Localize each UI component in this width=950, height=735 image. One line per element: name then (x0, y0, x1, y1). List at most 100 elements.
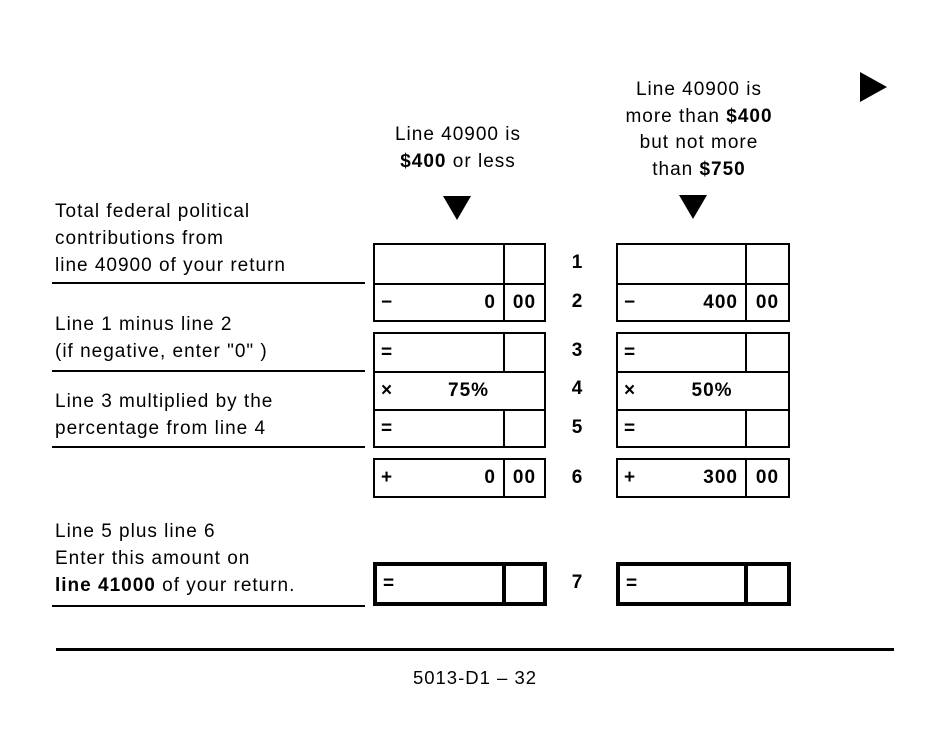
dollars-value: 0 (484, 291, 496, 313)
amount-box-group-col1-lines3-5: = × 75% = (373, 332, 546, 448)
amount-box-row: + 0 00 (375, 460, 544, 496)
equals-operator: = (383, 573, 396, 594)
equals-operator: = (381, 417, 394, 439)
amount-box-row: + 300 00 (618, 460, 788, 496)
label-line: Enter this amount on (55, 548, 251, 569)
label-line-rest: of your return. (155, 575, 296, 596)
equals-operator: = (624, 341, 637, 363)
separator-rule (52, 605, 365, 607)
dollars-value: 0 (484, 467, 496, 488)
cents-cell (503, 411, 544, 446)
dollars-cell: = (375, 411, 503, 446)
amount-box-group-col1-lines1-2: − 0 00 (373, 243, 546, 322)
dollars-cell: + 300 (618, 460, 745, 496)
cents-value: 00 (503, 460, 544, 496)
plus-operator: + (624, 467, 637, 488)
col2-header-amount-high: $750 (699, 158, 746, 180)
amount-box-col1-line3: = (375, 334, 544, 371)
percentage-cell: × 75% (375, 373, 544, 409)
label-line: (if negative, enter "0" ) (55, 341, 268, 362)
col1-header: Line 40900 is $400 or less (348, 121, 568, 175)
dollars-cell: = (618, 411, 745, 446)
line-number-5: 5 (571, 417, 583, 438)
dollars-cell (618, 245, 745, 283)
down-arrow-icon (679, 195, 707, 219)
label-line: percentage from line 4 (55, 418, 267, 439)
line-number-4: 4 (571, 378, 583, 399)
amount-box-col2-line6: + 300 00 (616, 458, 790, 498)
label-line: line 40900 of your return (55, 255, 286, 276)
amount-box-col2-line7: = (616, 562, 791, 606)
col2-header-line2-pre: more than (625, 105, 727, 127)
label-line: Total federal political (55, 201, 251, 222)
line-number-7: 7 (571, 572, 583, 593)
label-line3-multiplied: Line 3 multiplied by the percentage from… (55, 388, 385, 442)
amount-box-col1-line6: + 0 00 (373, 458, 546, 498)
cents-cell (503, 245, 544, 283)
continue-arrow-icon (860, 72, 887, 102)
cents-cell (745, 334, 788, 371)
label-target-line: line 41000 (55, 575, 156, 596)
line-number-2: 2 (571, 291, 583, 312)
dollars-cell: = (377, 566, 502, 602)
cents-value: 00 (745, 460, 788, 496)
separator-rule (52, 446, 365, 448)
col1-header-line1: Line 40900 is (394, 124, 522, 145)
cents-cell (745, 245, 788, 283)
amount-box-row: = (377, 566, 543, 602)
line-number-3: 3 (571, 340, 583, 361)
label-contributions: Total federal political contributions fr… (55, 198, 385, 279)
col2-header: Line 40900 is more than $400 but not mor… (589, 77, 809, 183)
col2-header-amount-low: $400 (726, 105, 773, 127)
amount-box-col1-line2: − 0 00 (375, 283, 544, 320)
label-line5-plus-line6: Line 5 plus line 6 Enter this amount on … (55, 518, 385, 599)
dollars-cell: + 0 (375, 460, 503, 496)
cents-value: 00 (503, 285, 544, 320)
label-line: line 41000 of your return. (55, 572, 385, 599)
cents-cell (502, 566, 543, 602)
percentage-value: 75% (448, 380, 490, 401)
label-line: Line 3 multiplied by the (55, 391, 274, 412)
col1-header-amount: $400 (400, 151, 447, 172)
amount-box-col2-line1 (618, 245, 788, 283)
col1-header-line2: $400 or less (348, 148, 568, 175)
col2-header-line4: than $750 (589, 157, 809, 184)
amount-box-col2-line5: = (618, 409, 788, 446)
equals-operator: = (626, 573, 639, 594)
dollars-cell: − 0 (375, 285, 503, 320)
cents-cell (744, 566, 787, 602)
plus-operator: + (381, 467, 394, 488)
dollars-cell: − 400 (618, 285, 745, 320)
percentage-value: 50% (691, 380, 733, 401)
dollars-cell: = (618, 334, 745, 371)
amount-box-group-col2-lines3-5: = × 50% = (616, 332, 790, 448)
amount-box-col2-line2: − 400 00 (618, 283, 788, 320)
line-number-6: 6 (571, 467, 583, 488)
label-line: contributions from (55, 228, 225, 249)
col1-header-line2-rest: or less (446, 151, 516, 172)
col2-header-line3: but not more (639, 132, 759, 153)
percentage-cell: × 50% (618, 373, 788, 409)
dollars-cell: = (620, 566, 744, 602)
dollars-cell: = (375, 334, 503, 371)
page-footer-code: 5013-D1 – 32 (412, 667, 538, 688)
down-arrow-icon (443, 196, 471, 220)
cents-value: 00 (745, 285, 788, 320)
equals-operator: = (624, 417, 637, 439)
amount-box-col1-line1 (375, 245, 544, 283)
cents-cell (745, 411, 788, 446)
percentage-box-col1-line4: × 75% (375, 371, 544, 409)
col2-header-line4-pre: than (652, 158, 700, 180)
label-line: Line 5 plus line 6 (55, 521, 216, 542)
equals-operator: = (381, 341, 394, 363)
label-line1-minus-line2: Line 1 minus line 2 (if negative, enter … (55, 311, 385, 365)
multiply-operator: × (381, 380, 394, 401)
separator-rule (52, 370, 365, 372)
amount-box-col2-line3: = (618, 334, 788, 371)
amount-box-group-col2-lines1-2: − 400 00 (616, 243, 790, 322)
percentage-box-col2-line4: × 50% (618, 371, 788, 409)
amount-box-row: = (620, 566, 787, 602)
page-divider-rule (56, 648, 894, 651)
multiply-operator: × (624, 380, 637, 401)
